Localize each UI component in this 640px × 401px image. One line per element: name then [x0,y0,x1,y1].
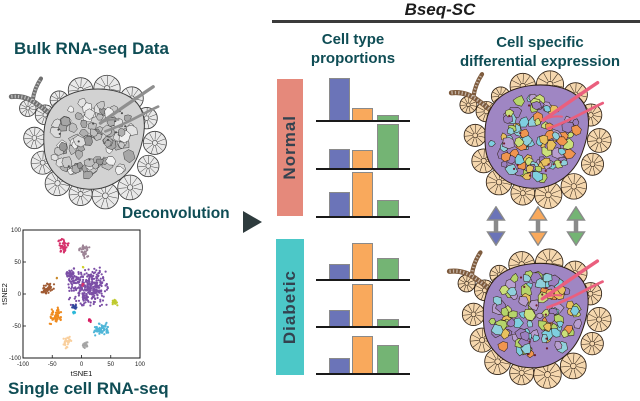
duct [8,76,54,118]
proportions-chart-diabetic-3 [316,323,410,375]
deconvolution-label: Deconvolution [122,205,230,222]
islet-svg [8,74,167,210]
tsne-axis-ticks: -100 -50 0 50 100 -100 -50 0 50 100 [9,228,146,368]
diabetic-islet-illustration [446,244,618,389]
bar-orange [352,336,373,373]
diabetic-group-label: Diabetic [280,269,299,345]
bar-blue [329,78,350,120]
bar-blue [329,264,350,279]
svg-text:100: 100 [135,362,146,368]
tsne-plot: -100 -50 0 50 100 -100 -50 0 50 100 tSNE1 tSNE2 [0,227,155,379]
proportions-chart-normal-1 [316,70,410,122]
svg-text:50: 50 [107,362,114,368]
svg-text:0: 0 [18,292,22,298]
tsne-cluster-points [40,237,119,350]
blood-vessels [98,85,160,133]
svg-text:0: 0 [80,362,84,368]
bulk-islet-illustration [8,70,173,210]
diabetic-group-band: Diabetic [276,239,304,375]
differential-expression-arrow-blue [486,205,506,247]
bar-green [377,345,399,373]
bar-green [377,200,399,216]
proportions-chart-normal-3 [316,166,410,218]
normal-group-label: Normal [280,115,299,180]
deconvolution-arrow-icon [243,211,262,233]
normal-islet-illustration [448,66,618,209]
proportions-chart-diabetic-2 [316,276,410,328]
bar-green [377,319,399,326]
figure-title: Bseq-SC [404,0,476,19]
bar-green [377,258,399,279]
islet-cells [49,97,138,180]
blood-vessels [540,259,604,309]
proportions-chart-normal-2 [316,118,410,170]
duct [448,72,495,115]
svg-text:-50: -50 [48,362,57,368]
bar-orange [352,108,373,120]
bar-blue [329,310,350,326]
islet-cells [488,270,582,359]
svg-text:-100: -100 [17,362,30,368]
bar-green [377,124,399,168]
bar-blue [329,192,350,216]
svg-text:50: 50 [14,260,21,266]
bar-blue [329,149,350,168]
islet-svg [448,70,612,209]
cell-type-proportions-header: Cell type proportions [310,31,396,67]
duct [446,250,494,293]
bar-orange [352,243,373,279]
tsne-scatter-svg: -100 -50 0 50 100 -100 -50 0 50 100 tSNE1 tSNE2 [0,227,155,379]
svg-text:-100: -100 [9,356,22,362]
bar-blue [329,358,350,373]
normal-group-band: Normal [277,79,303,216]
cell-specific-de-header: Cell specific differential expression [459,34,621,70]
bar-orange [352,172,373,216]
blood-vessels [541,80,605,130]
proportions-chart-diabetic-1 [316,229,410,281]
differential-expression-arrow-orange [528,205,548,247]
bar-orange [352,150,373,168]
tsne-xlabel: tSNE1 [71,369,93,378]
bar-green [377,115,399,120]
svg-text:100: 100 [11,228,22,234]
svg-text:-50: -50 [12,324,21,330]
header-divider-line [272,20,640,23]
single-cell-rnaseq-label: Single cell RNA-seq [8,379,169,398]
bar-orange [352,284,373,326]
islet-svg [446,248,612,389]
differential-expression-arrow-green [566,205,586,247]
tsne-ylabel: tSNE2 [0,283,9,305]
islet-cells [488,93,582,184]
bulk-rnaseq-label: Bulk RNA-seq Data [14,39,169,58]
